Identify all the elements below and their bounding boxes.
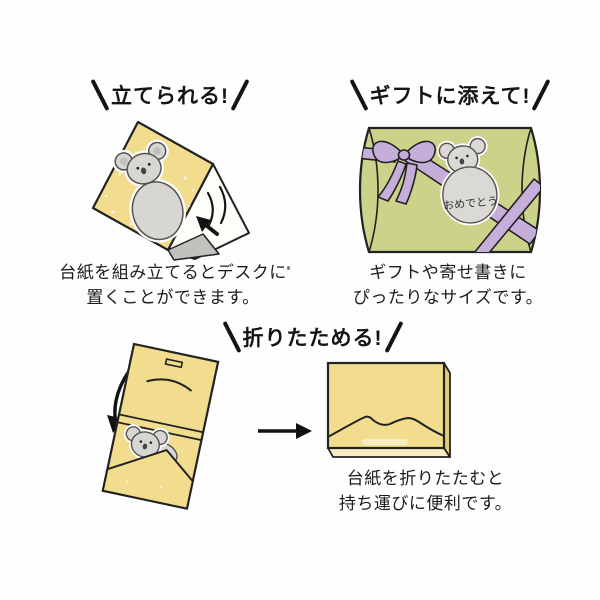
gift-caption-line2: ぴったりなサイズです。 <box>352 288 544 307</box>
tuck-motion-lines <box>206 185 227 227</box>
ribbon-bow-knot <box>397 149 411 161</box>
fold-caption-line2: 持ち運びに便利です。 <box>338 494 513 513</box>
stand-caption-line1: 台紙を組み立てるとデスクに <box>59 263 287 282</box>
folded-card-illustration <box>326 361 451 458</box>
gift-caption-line1: ギフトや寄せ書きに <box>369 263 527 282</box>
faint-logo-mark <box>362 439 408 445</box>
emphasis-slash-right-icon <box>531 78 551 112</box>
feature-fold-title: 折りたためる! <box>242 327 383 350</box>
flap-speckles <box>125 478 163 489</box>
emphasis-slash-right-icon <box>230 78 250 112</box>
stand-shadow-flap <box>167 233 220 261</box>
pocket-flap <box>101 449 194 510</box>
ribbon-band-cross <box>473 178 540 252</box>
ribbon-bow-loop-right <box>403 140 436 164</box>
stand-caption-line2: 置くことができます。 <box>86 288 260 307</box>
ribbon-bow-loop-left <box>372 140 405 164</box>
emphasis-slash-left-icon <box>349 78 369 112</box>
box-fold-line-left <box>368 127 379 253</box>
open-card <box>101 342 220 510</box>
feature-gift-title: ギフトに添えて! <box>369 85 531 108</box>
stand-illustration <box>91 120 250 261</box>
koala-message-card-icon: おめでとう <box>436 136 500 226</box>
fold-guide-curve <box>146 378 193 392</box>
feature-fold-caption: 台紙を折りたたむと 持ち運びに便利です。 <box>318 466 533 516</box>
koala-sticker-icon <box>112 139 186 243</box>
ribbon-tail-left <box>377 160 407 202</box>
emphasis-slash-left-icon <box>90 78 110 112</box>
ribbon-tail-right <box>395 162 418 205</box>
card-bottom-edge <box>327 447 451 458</box>
feature-stand-caption: 台紙を組み立てるとデスクに 置くことができます。 <box>38 260 308 310</box>
feature-gift-caption: ギフトや寄せ書きに ぴったりなサイズです。 <box>332 260 564 310</box>
feature-gift-title-row: ギフトに添えて! <box>335 78 565 112</box>
open-card-illustration <box>101 342 220 510</box>
right-arrow-icon <box>258 423 312 439</box>
feature-stand-title: 立てられる! <box>111 85 229 108</box>
stray-print-mark <box>287 266 290 270</box>
pocket-curve <box>327 415 445 438</box>
feature-stand-title-row: 立てられる! <box>55 78 285 112</box>
feature-fold-title-row: 折りたためる! <box>195 320 430 354</box>
gift-illustration: おめでとう <box>358 126 542 254</box>
folded-card-front <box>326 361 446 450</box>
koala-message-text: おめでとう <box>443 195 499 213</box>
tuck-arrow-icon <box>196 216 219 236</box>
fold-caption-line1: 台紙を折りたたむと <box>346 469 505 488</box>
tab-slot <box>164 358 184 369</box>
emphasis-slash-right-icon <box>384 320 403 354</box>
